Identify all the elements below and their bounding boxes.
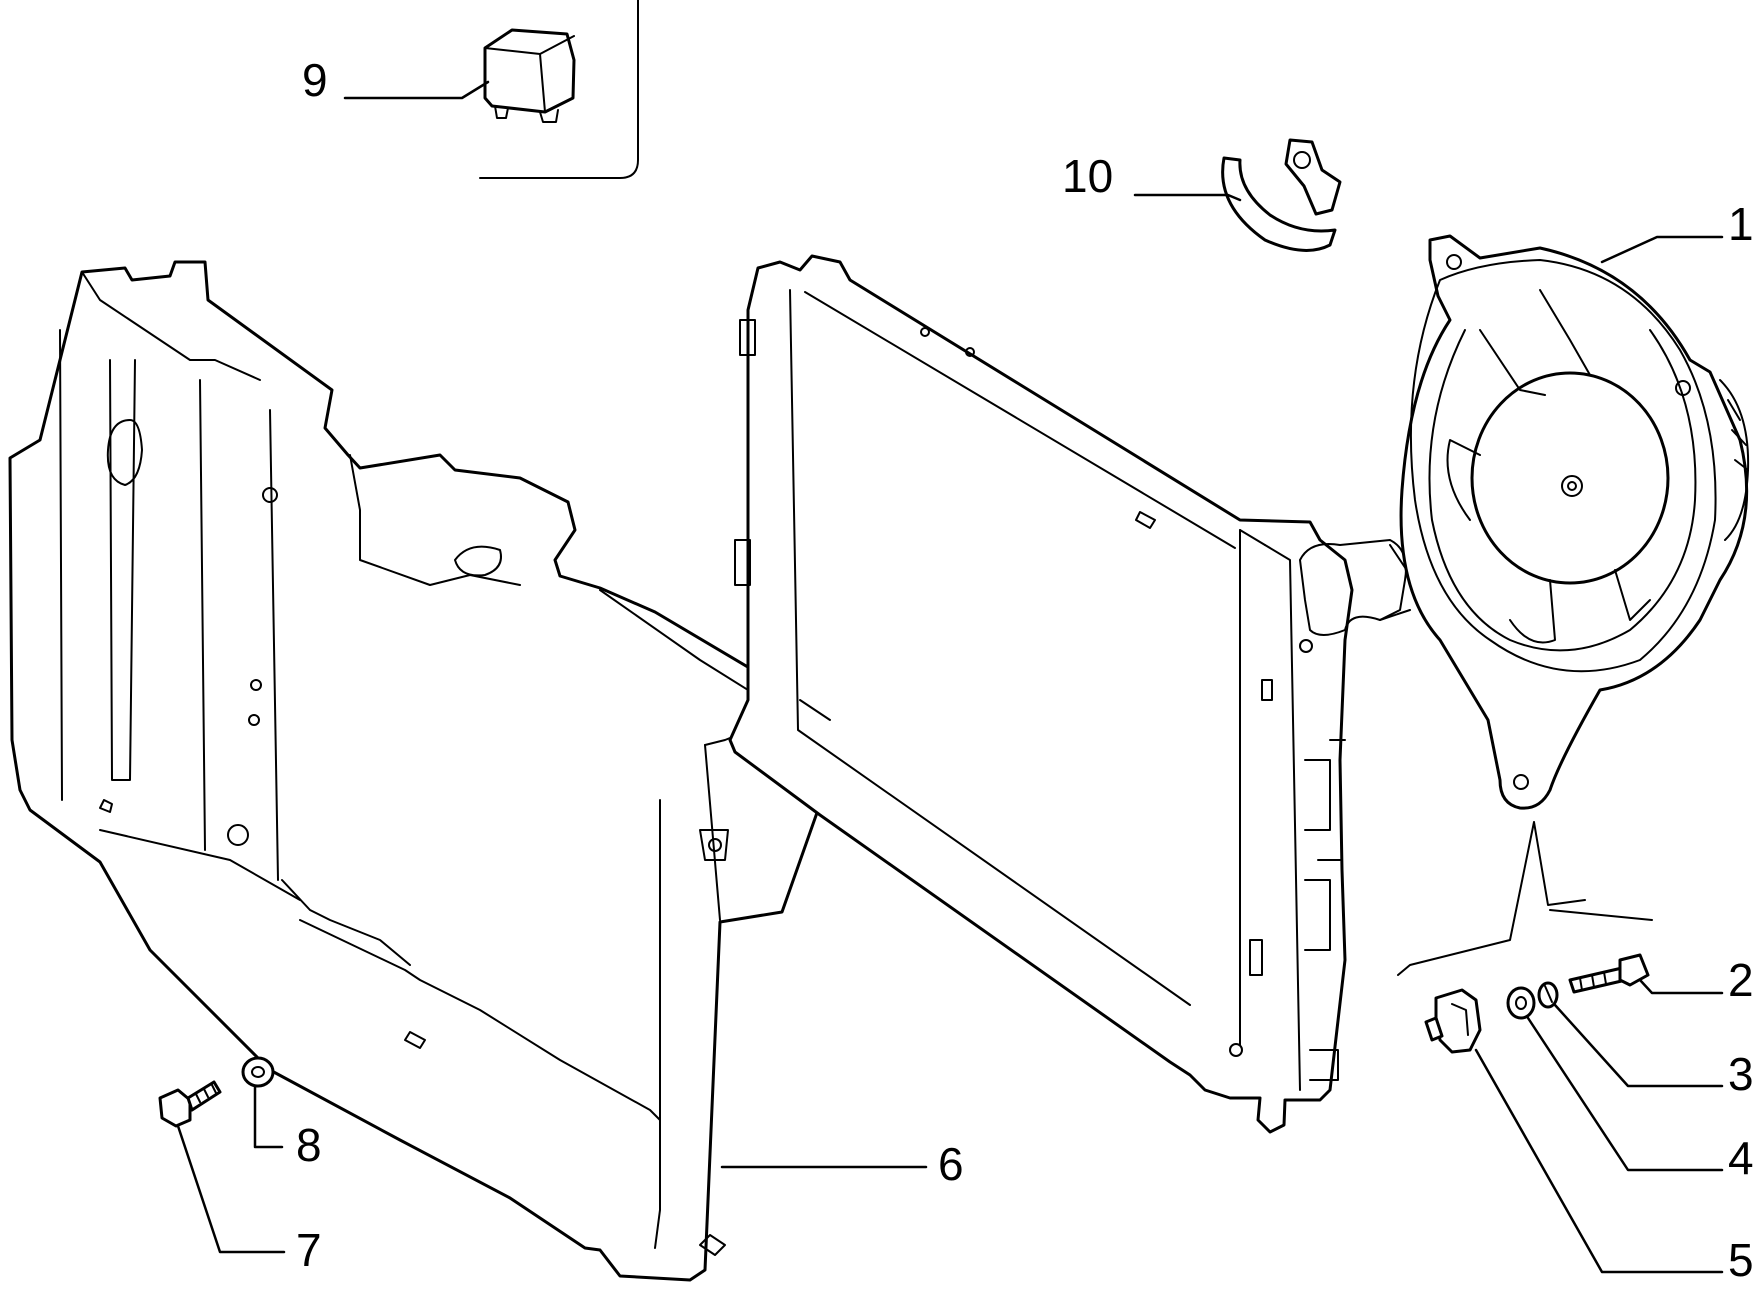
callout-3: 3 [1728,1048,1754,1100]
leader-3 [1553,1003,1724,1088]
cooling-fan-part [1399,234,1750,810]
callout-6: 6 [938,1138,964,1190]
callout-labels: 9 10 1 2 3 4 5 6 7 8 [296,54,1754,1286]
leader-4 [1526,1016,1724,1172]
leader-2 [1638,978,1724,995]
washer-part-8 [241,1056,275,1088]
leader-7 [176,1124,286,1254]
relay-part [479,0,639,179]
callout-8: 8 [296,1119,322,1171]
radiator-part [728,254,1421,1134]
callout-5: 5 [1728,1234,1754,1286]
washer-part-4 [1506,986,1536,1020]
leader-8 [253,1085,284,1149]
leader-5 [1474,1048,1724,1274]
leader-1 [1600,235,1724,264]
shroud-frame-part [8,260,832,1282]
leader-9 [343,80,490,100]
nut-clip-part-5 [1424,988,1482,1054]
callout-4: 4 [1728,1132,1754,1184]
fan-mount-bracket-line [1397,821,1653,976]
hose-clamp-part [1221,138,1342,252]
callout-1: 1 [1728,198,1754,250]
leader-10 [1133,193,1242,202]
callout-10: 10 [1062,150,1113,202]
callout-9: 9 [302,54,328,106]
bolt-part-2 [1568,953,1650,994]
callout-7: 7 [296,1224,322,1276]
leader-lines [176,80,1724,1274]
screw-part-7 [158,1080,222,1128]
lock-washer-part-3 [1537,981,1559,1009]
callout-2: 2 [1728,954,1754,1006]
